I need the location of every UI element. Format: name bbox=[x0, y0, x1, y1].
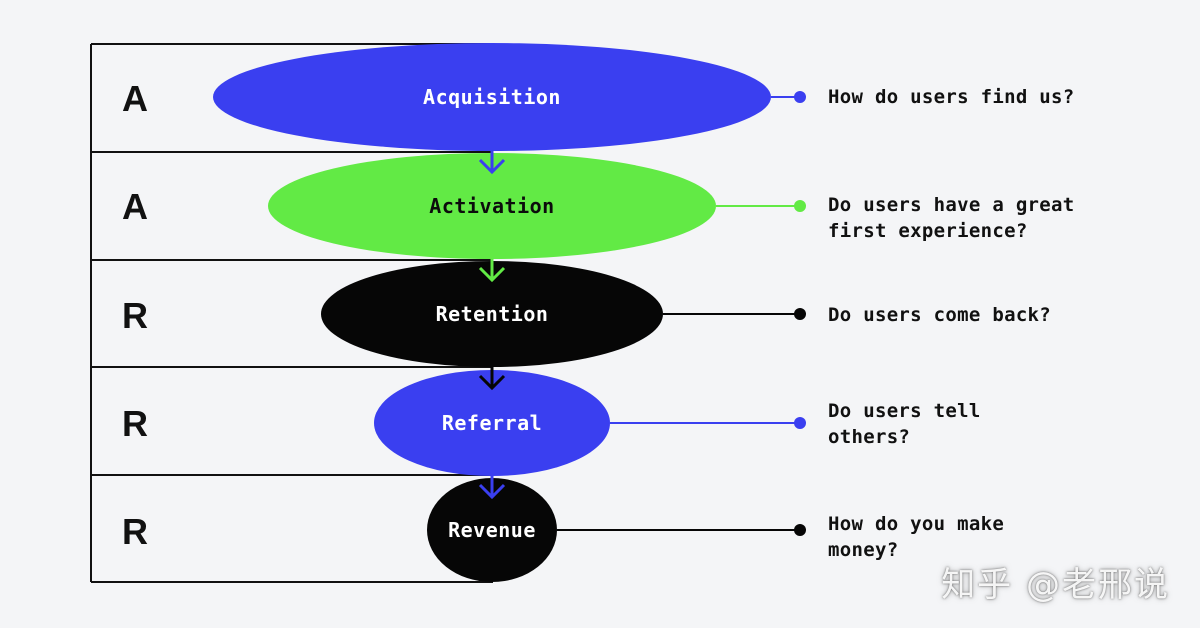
connector-dot bbox=[794, 524, 806, 536]
stage-letter: A bbox=[122, 78, 148, 119]
question-line: others? bbox=[828, 426, 911, 448]
stage-question: Do users have a great first experience? bbox=[828, 192, 1158, 244]
down-arrow-icon bbox=[478, 158, 506, 175]
stage-label-acquisition: Acquisition bbox=[423, 85, 561, 109]
question-line: money? bbox=[828, 539, 899, 561]
connector-dot bbox=[794, 308, 806, 320]
stage-ellipse-activation bbox=[268, 153, 716, 259]
connector-dot bbox=[794, 417, 806, 429]
stage-label-activation: Activation bbox=[429, 194, 555, 218]
connector-dot bbox=[794, 91, 806, 103]
stage-label-retention: Retention bbox=[435, 302, 549, 326]
question-line: How do users find us? bbox=[828, 86, 1075, 108]
stage-question: Do users come back? bbox=[828, 302, 1158, 328]
connector-dot bbox=[794, 200, 806, 212]
question-line: Do users come back? bbox=[828, 304, 1052, 326]
question-line: Do users have a great bbox=[828, 194, 1075, 216]
down-arrow-icon bbox=[478, 374, 506, 391]
stage-question: How do users find us? bbox=[828, 84, 1158, 110]
watermark: 知乎 @老邢说 bbox=[941, 565, 1170, 605]
question-line: How do you make bbox=[828, 513, 1005, 535]
question-line: Do users tell bbox=[828, 400, 981, 422]
stage-ellipse-revenue bbox=[427, 478, 557, 582]
question-line: first experience? bbox=[828, 220, 1028, 242]
stage-letter: A bbox=[122, 186, 148, 227]
stage-letter: R bbox=[122, 295, 148, 336]
down-arrow-icon bbox=[478, 483, 506, 500]
stage-ellipse-retention bbox=[321, 261, 663, 367]
stage-question: Do users tell others? bbox=[828, 398, 1158, 450]
stage-letter: R bbox=[122, 511, 148, 552]
stage-letter: R bbox=[122, 403, 148, 444]
stage-ellipse-referral bbox=[374, 370, 610, 476]
stage-question: How do you make money? bbox=[828, 511, 1158, 563]
stage-label-revenue: Revenue bbox=[448, 518, 536, 542]
stage-label-referral: Referral bbox=[441, 411, 543, 435]
down-arrow-icon bbox=[478, 266, 506, 283]
stage-ellipse-acquisition bbox=[213, 43, 771, 151]
